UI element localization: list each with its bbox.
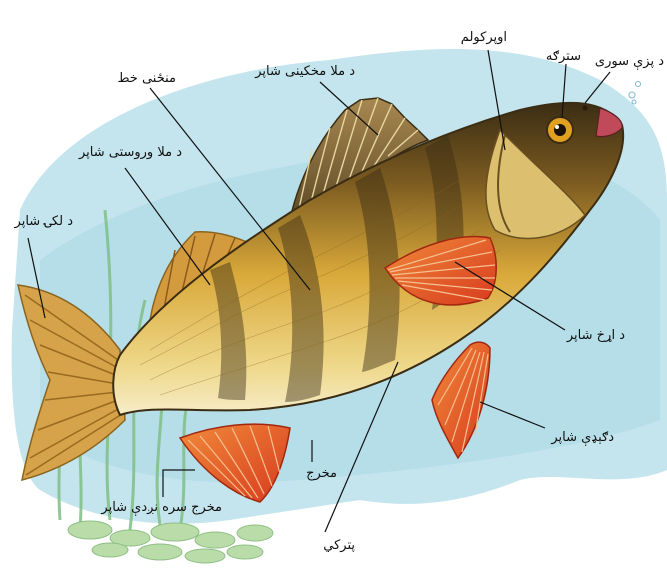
label-tail-fin: د لکۍ شاپر [15, 214, 73, 230]
bubbles [629, 82, 641, 105]
label-belly: پترکي [323, 538, 355, 554]
label-anal-fin: مخرج سره نږدې شاپر [101, 500, 222, 516]
label-anus: مخرج [306, 466, 337, 482]
label-pectoral-fin: د اړخ شاپر [567, 328, 625, 344]
label-pelvic-fin: دګېډې شاپر [551, 430, 614, 446]
label-rear-dorsal-fin: د ملا وروستی شاپر [79, 145, 182, 161]
label-nostril: د پزې سوری [595, 54, 664, 70]
nostril [583, 106, 588, 111]
label-eye: سترګه [546, 49, 581, 65]
label-lateral-line: منځنی خط [117, 71, 176, 87]
label-operculum: اوپرکولم [461, 30, 507, 46]
label-front-dorsal-fin: د ملا مخکینی شاپر [255, 64, 355, 80]
pebbles [68, 521, 273, 563]
